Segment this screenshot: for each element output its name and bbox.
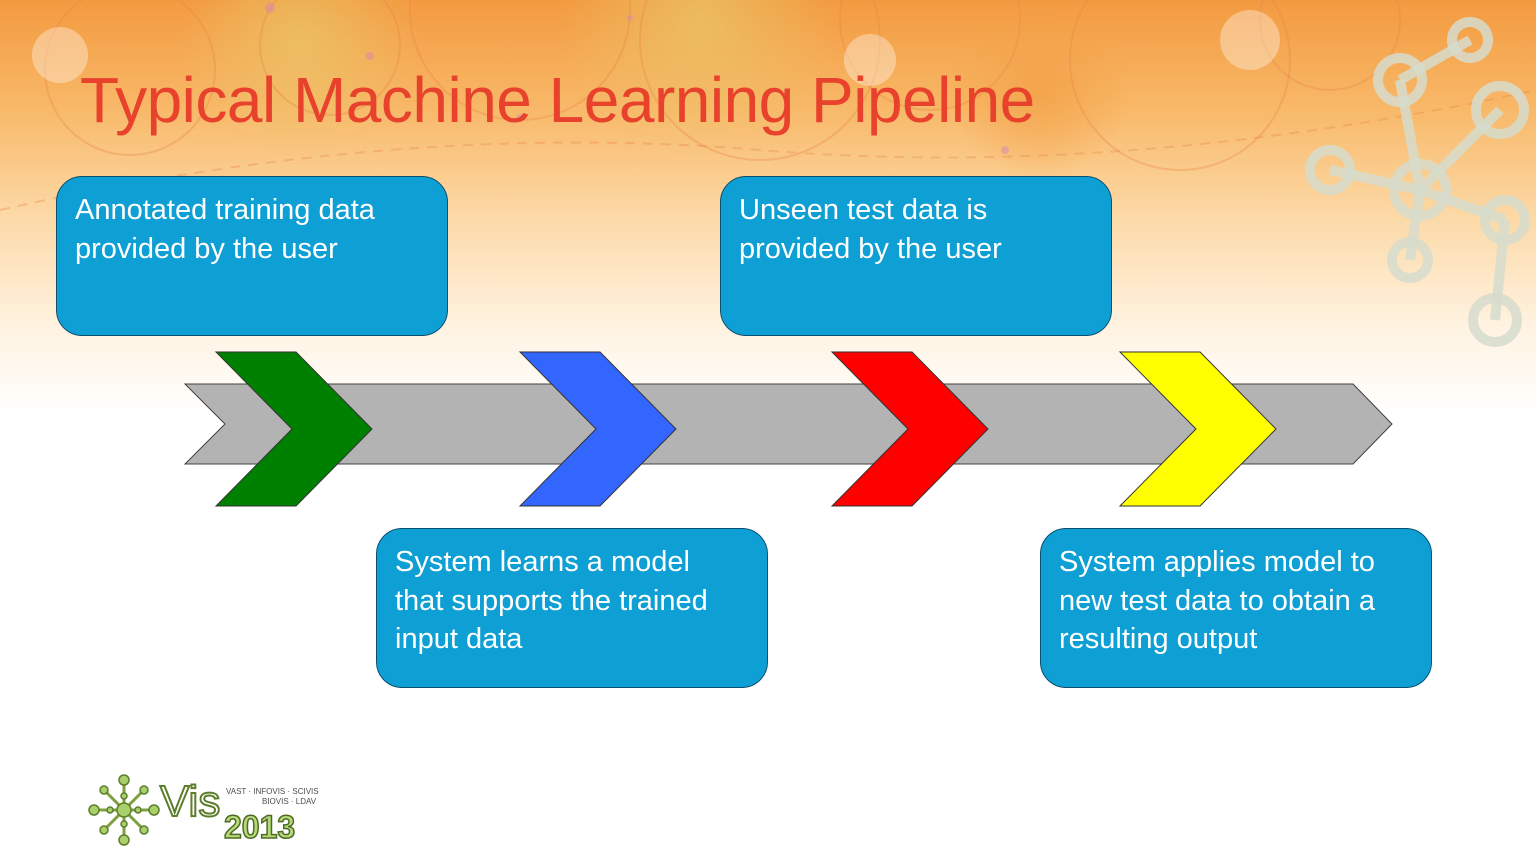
logo-year-text: 2013 bbox=[224, 809, 295, 845]
chevron-output bbox=[1118, 351, 1277, 507]
callout-learn-model: System learns a model that supports the … bbox=[376, 528, 768, 688]
logo-tagline-1: VAST · INFOVIS · SCIVIS bbox=[226, 787, 319, 796]
chevron-learning bbox=[518, 351, 677, 507]
callout-text-line: new test data to obtain a bbox=[1059, 584, 1375, 617]
molecule-icon bbox=[88, 774, 160, 846]
callout-text-line: input data bbox=[395, 623, 523, 655]
callout-apply-model: System applies model to new test data to… bbox=[1040, 528, 1432, 688]
callout-training-data: Annotated training data provided by the … bbox=[56, 176, 448, 336]
logo-tagline-2: BIOVIS · LDAV bbox=[262, 797, 317, 806]
callout-text-line: provided by the user bbox=[75, 232, 338, 265]
pipeline-main-arrow bbox=[183, 383, 1393, 465]
callout-text-line: Unseen test data is bbox=[739, 194, 988, 226]
callout-text-line: System applies model to bbox=[1059, 546, 1375, 578]
callout-test-data: Unseen test data is provided by the user bbox=[720, 176, 1112, 336]
callout-text-line: Annotated training data bbox=[75, 194, 375, 226]
slide-title: Typical Machine Learning Pipeline bbox=[80, 64, 1035, 136]
callout-text-line: that supports the trained bbox=[395, 584, 708, 617]
callout-text-line: provided by the user bbox=[739, 232, 1002, 265]
chevron-testing bbox=[830, 351, 989, 507]
callout-text-line: System learns a model bbox=[395, 546, 690, 578]
vis-2013-logo: Vis 2013 VAST · INFOVIS · SCIVIS BIOVIS … bbox=[88, 774, 319, 846]
callout-text-line: resulting output bbox=[1059, 623, 1258, 655]
logo-vis-text: Vis bbox=[160, 777, 220, 826]
chevron-training bbox=[214, 351, 373, 507]
